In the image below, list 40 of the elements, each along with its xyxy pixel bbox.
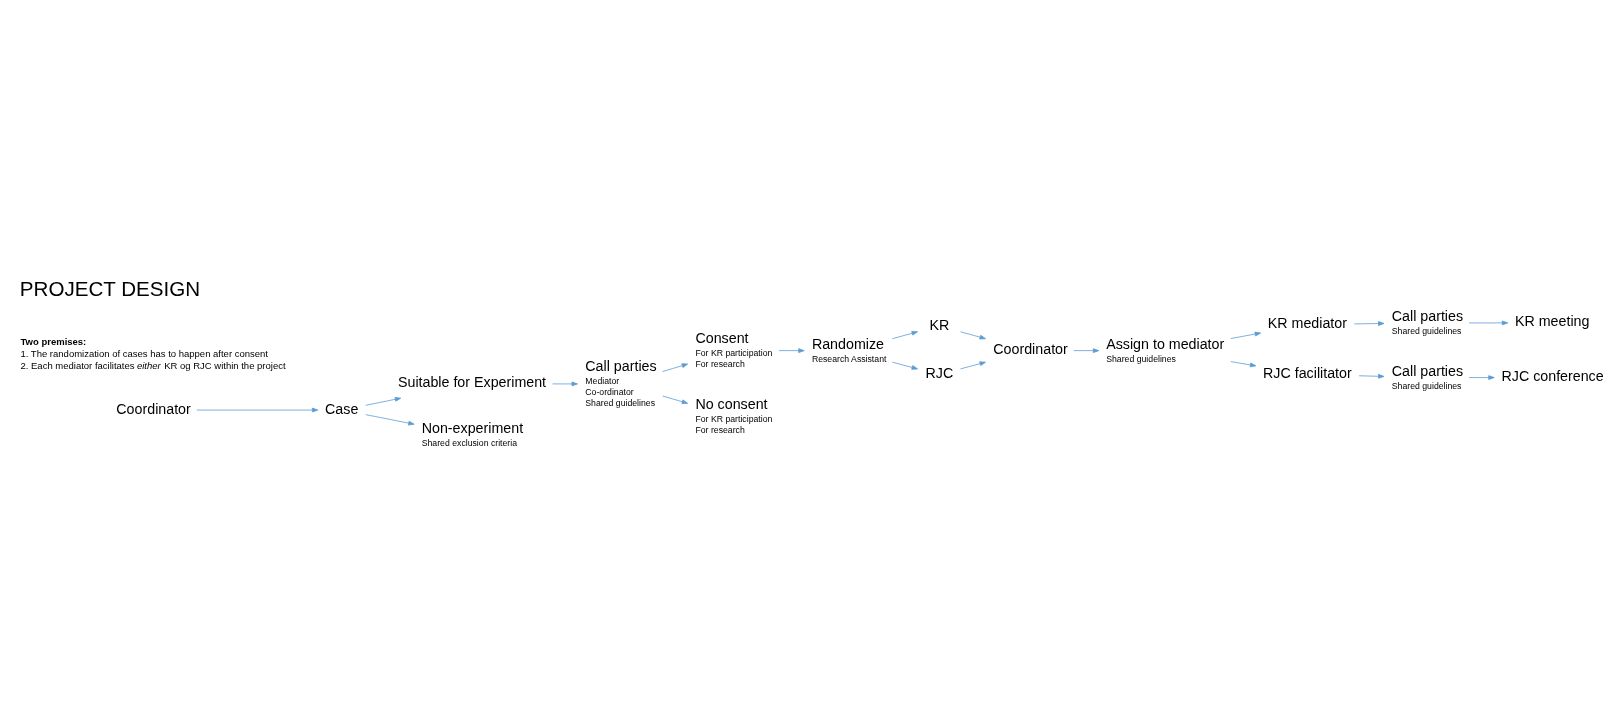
node-text: RJC conference xyxy=(1501,367,1604,384)
node-text: KR mediator xyxy=(1267,314,1348,331)
arrow xyxy=(662,395,689,404)
node-text: Coordinator xyxy=(116,400,191,417)
node-text: KR xyxy=(929,316,950,333)
arrow xyxy=(892,361,918,370)
node-text: Non-experiment Shared exclusion criteria xyxy=(421,419,524,448)
arrow xyxy=(196,407,319,412)
label: Two premises: xyxy=(20,335,87,347)
node-text: Coordinator xyxy=(993,340,1068,357)
arrow xyxy=(365,396,402,406)
arrow xyxy=(960,330,986,339)
node-text: Case xyxy=(325,400,359,417)
node-text: KR meeting xyxy=(1514,312,1590,329)
arrow xyxy=(1358,373,1385,379)
arrow xyxy=(1073,347,1100,353)
arrow xyxy=(778,347,805,353)
arrow xyxy=(892,330,918,339)
node-text: Call parties Mediator Co-ordinator Shared guidelines xyxy=(585,357,657,408)
label: 1. The randomization of cases has to happen after consent xyxy=(20,347,268,359)
node-text: Randomize Research Assistant xyxy=(811,335,887,364)
node-text: RJC facilitator xyxy=(1263,364,1352,381)
arrow xyxy=(1468,374,1495,380)
node-text: Call parties Shared guidelines xyxy=(1391,362,1464,390)
node-text: Suitable for Experiment xyxy=(397,373,547,390)
node-text: RJC xyxy=(925,364,954,381)
node-text: Assign to mediator Shared guidelines xyxy=(1106,335,1225,364)
arrow xyxy=(1230,331,1262,339)
node-text: Consent For KR participation For research xyxy=(695,329,773,369)
arrow xyxy=(552,381,578,386)
arrow xyxy=(1468,320,1509,325)
node-text: Call parties Shared guidelines xyxy=(1391,307,1464,336)
node-text: No consent For KR participation For research xyxy=(695,395,773,435)
arrow xyxy=(960,360,986,369)
arrow xyxy=(1353,320,1385,326)
arrow xyxy=(662,362,689,372)
label: 2. Each mediator facilitates either KR og RJC within the project xyxy=(20,359,286,371)
arrow xyxy=(1230,360,1257,367)
arrow xyxy=(365,413,415,425)
diagram-title: PROJECT DESIGN xyxy=(19,276,201,300)
